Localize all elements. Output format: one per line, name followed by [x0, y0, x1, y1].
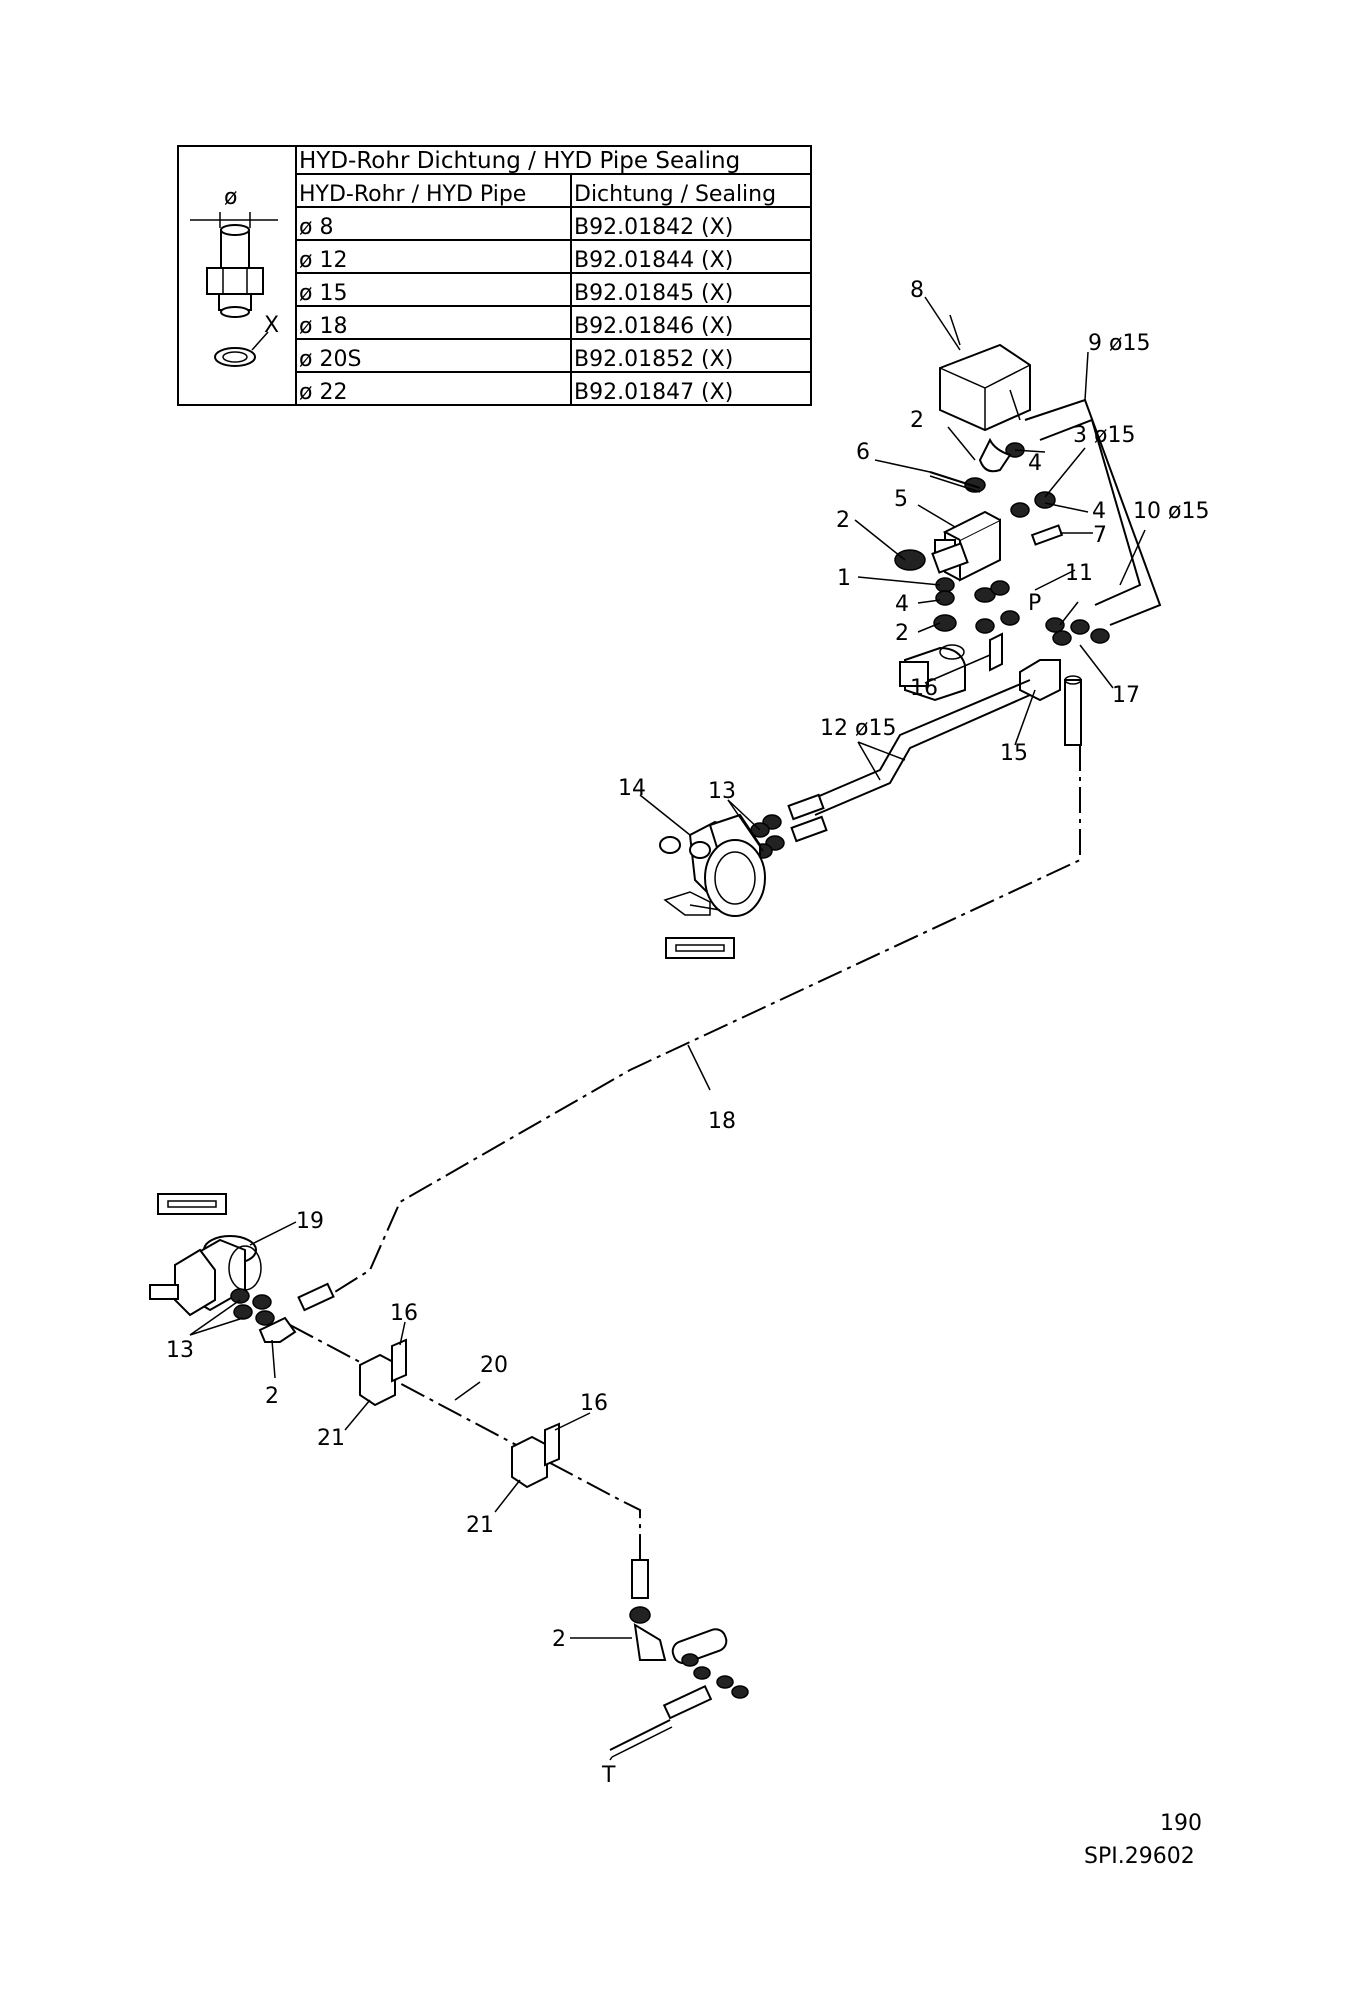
callout-16: 16 — [910, 676, 938, 701]
table-cell-pipe: ø 22 — [299, 380, 347, 405]
fitting-icon — [894, 442, 1110, 646]
callout-13: 13 — [708, 779, 736, 804]
callout-9: 9 ø15 — [1088, 331, 1150, 356]
callout-3: 3 ø15 — [1073, 423, 1135, 448]
table-cell-pipe: ø 8 — [299, 215, 333, 240]
callout-4: 4 — [1028, 451, 1042, 476]
callout-13: 13 — [166, 1338, 194, 1363]
callout-2: 2 — [910, 408, 924, 433]
callout-16: 16 — [390, 1301, 418, 1326]
callout-labels: 8 9 ø15 2 3 ø15 4 6 5 4 10 ø15 7 2 11 1 … — [166, 278, 1209, 1788]
callout-2: 2 — [265, 1384, 279, 1409]
page-number: 190 — [1160, 1811, 1202, 1836]
callout-14: 14 — [618, 776, 646, 801]
bracket-icon — [391, 1338, 560, 1467]
callout-2: 2 — [836, 508, 850, 533]
warning-hand-icon — [663, 891, 721, 916]
callout-16: 16 — [580, 1391, 608, 1416]
table-cell-pipe: ø 15 — [299, 281, 347, 306]
hydraulic-motor-icon — [149, 1235, 262, 1317]
sealing-table: HYD-Rohr Dichtung / HYD Pipe Sealing HYD… — [177, 145, 812, 406]
hydraulic-motor-icon — [659, 813, 766, 917]
callout-20: 20 — [480, 1353, 508, 1378]
table-cell-seal: B92.01846 (X) — [574, 314, 733, 339]
table-cell-seal: B92.01844 (X) — [574, 248, 733, 273]
callout-19: 19 — [296, 1209, 324, 1234]
cover-box-icon — [939, 343, 1031, 432]
callout-5: 5 — [894, 487, 908, 512]
nameplate-icon — [665, 937, 735, 959]
callout-6: 6 — [856, 440, 870, 465]
callout-18: 18 — [708, 1109, 736, 1134]
callout-4: 4 — [895, 592, 909, 617]
drawing-reference: SPI.29602 — [1084, 1844, 1195, 1869]
clamp-icon — [359, 1353, 396, 1407]
callout-10: 10 ø15 — [1133, 499, 1209, 524]
table-cell-seal: B92.01852 (X) — [574, 347, 733, 372]
callout-p: P — [1028, 591, 1041, 616]
callout-4: 4 — [1092, 499, 1106, 524]
seal-x-label: X — [264, 313, 279, 338]
callout-t: T — [601, 1763, 616, 1788]
callout-8: 8 — [910, 278, 924, 303]
fitting-sketch-icon: ø X — [190, 185, 279, 367]
callout-2: 2 — [552, 1627, 566, 1652]
callout-17: 17 — [1112, 683, 1140, 708]
callout-21: 21 — [317, 1426, 345, 1451]
table-cell-pipe: ø 18 — [299, 314, 347, 339]
table-cell-pipe: ø 12 — [299, 248, 347, 273]
diameter-symbol: ø — [224, 185, 237, 210]
table-header-seal: Dichtung / Sealing — [574, 182, 776, 207]
callout-7: 7 — [1093, 523, 1107, 548]
valve-assembly — [750, 314, 1162, 859]
callout-2: 2 — [895, 621, 909, 646]
table-cell-seal: B92.01845 (X) — [574, 281, 733, 306]
table-header-pipe: HYD-Rohr / HYD Pipe — [299, 182, 526, 207]
callout-15: 15 — [1000, 741, 1028, 766]
callout-11: 11 — [1065, 561, 1093, 586]
callout-12: 12 ø15 — [820, 716, 896, 741]
clamp-icon — [511, 1435, 548, 1489]
leader-lines — [189, 296, 1146, 1761]
table-cell-seal: B92.01847 (X) — [574, 380, 733, 405]
callout-21: 21 — [466, 1513, 494, 1538]
table-cell-pipe: ø 20S — [299, 347, 361, 372]
table-title: HYD-Rohr Dichtung / HYD Pipe Sealing — [299, 148, 740, 174]
nameplate-icon — [157, 1193, 227, 1215]
callout-1: 1 — [837, 566, 851, 591]
table-cell-seal: B92.01842 (X) — [574, 215, 733, 240]
